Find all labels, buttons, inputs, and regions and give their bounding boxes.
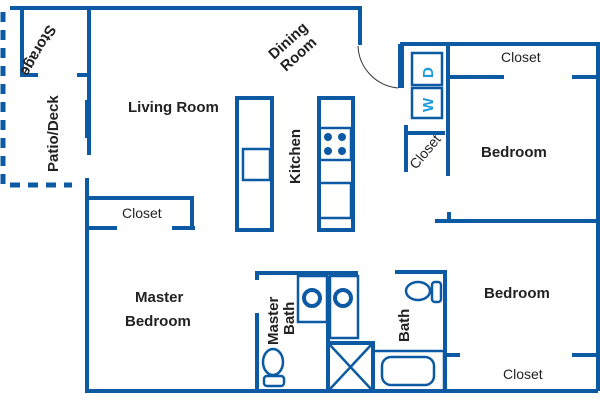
room-label-bedroom-2: Bedroom bbox=[484, 285, 550, 302]
toilet-icon bbox=[261, 347, 285, 377]
washer-letter: W bbox=[420, 97, 437, 112]
room-label-patio: Patio/Deck bbox=[45, 95, 62, 172]
oven-icon bbox=[317, 181, 353, 220]
laundry bbox=[410, 51, 444, 120]
dryer-letter: D bbox=[420, 67, 437, 78]
washer-icon bbox=[410, 86, 444, 120]
sink-icon bbox=[241, 147, 272, 182]
room-label-master-bath-1: Master bbox=[265, 296, 282, 345]
room-label-closet-bed1: Closet bbox=[501, 49, 541, 65]
room-label-master-bath-2: Bath bbox=[281, 302, 298, 335]
room-label-closet-hall: Closet bbox=[406, 131, 444, 172]
dryer-icon bbox=[410, 51, 444, 87]
patio-dashed-boundary bbox=[0, 12, 72, 188]
room-label-closet-living: Closet bbox=[122, 205, 162, 221]
sink-icon bbox=[302, 288, 322, 308]
room-label-master-2: Bedroom bbox=[125, 313, 191, 330]
room-label-kitchen: Kitchen bbox=[287, 129, 304, 184]
sink-icon bbox=[333, 288, 353, 308]
room-label-master-1: Master bbox=[135, 289, 184, 306]
bathtub-icon bbox=[380, 355, 436, 387]
kitchen-counters bbox=[235, 96, 355, 232]
room-label-closet-bed2: Closet bbox=[503, 366, 543, 382]
toilet-icon bbox=[404, 280, 432, 302]
room-label-living: Living Room bbox=[128, 99, 219, 116]
stove-icon bbox=[317, 126, 353, 162]
bath-fixtures bbox=[261, 274, 446, 393]
room-label-bath: Bath bbox=[396, 309, 413, 342]
room-label-bedroom-1: Bedroom bbox=[481, 144, 547, 161]
door-swing bbox=[357, 45, 399, 89]
